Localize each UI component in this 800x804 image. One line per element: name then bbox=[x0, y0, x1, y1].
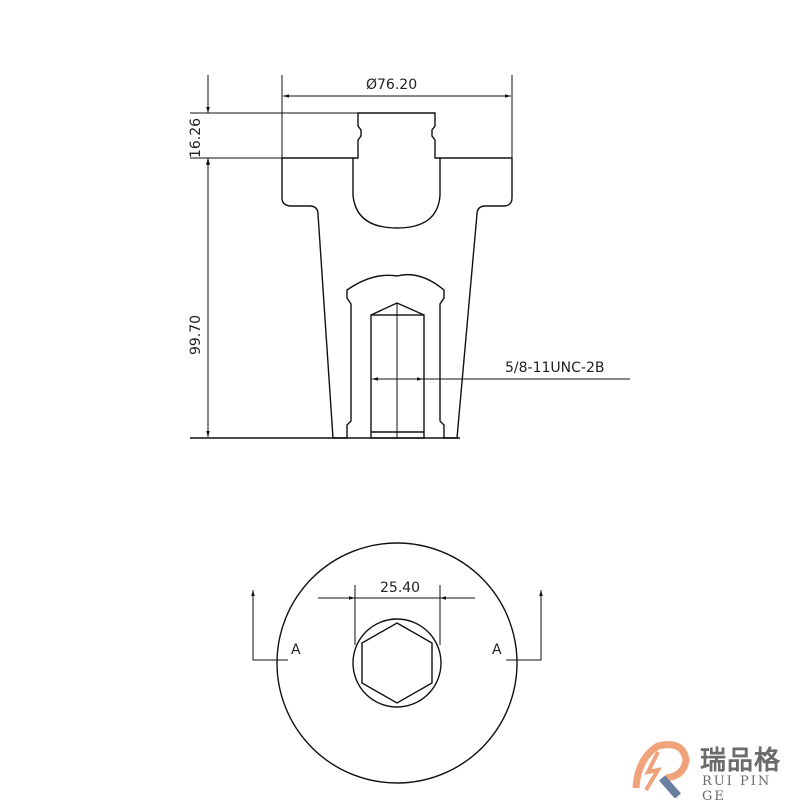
section-view bbox=[190, 75, 513, 439]
bottom-view: 25.40 A A bbox=[251, 542, 543, 784]
hex-width-label: 25.40 bbox=[380, 580, 420, 596]
dimension-diameter: Ø76.20 bbox=[283, 77, 511, 98]
thread-label: 5/8-11UNC-2B bbox=[505, 360, 604, 376]
part-outline bbox=[281, 112, 513, 439]
diameter-label: Ø76.20 bbox=[366, 77, 417, 93]
thread-callout: 5/8-11UNC-2B bbox=[372, 360, 630, 381]
dimension-stud-height: 16.26 bbox=[188, 75, 210, 172]
outer-circle bbox=[276, 542, 518, 784]
hex-socket bbox=[361, 622, 433, 704]
logo-name-cn: 瑞品格 bbox=[700, 746, 782, 776]
dimension-body-height: 99.70 bbox=[188, 159, 210, 437]
body-height-label: 99.70 bbox=[188, 315, 204, 355]
company-logo: 瑞品格 RUI PIN GE bbox=[628, 738, 798, 804]
section-mark-left: A bbox=[291, 642, 301, 658]
stud-height-label: 16.26 bbox=[188, 118, 204, 158]
logo-mark-icon bbox=[632, 741, 690, 798]
section-mark-right: A bbox=[492, 642, 502, 658]
inner-circle bbox=[352, 618, 442, 708]
inner-pocket bbox=[352, 158, 441, 229]
